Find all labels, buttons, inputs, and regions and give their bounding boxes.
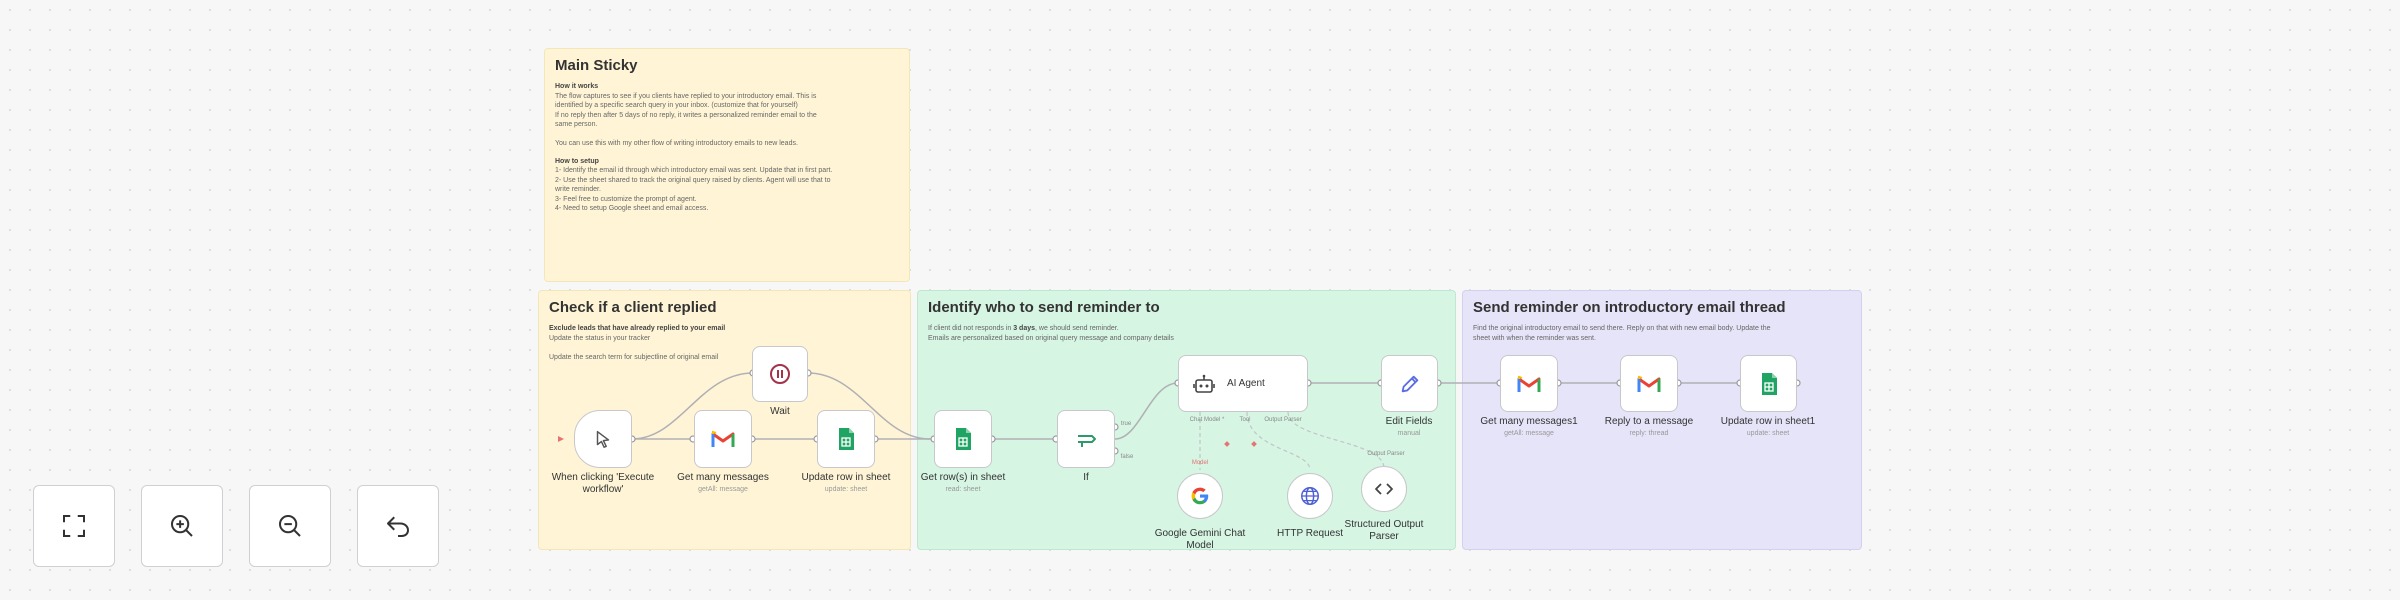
- agent-port-tool: Tool: [1239, 417, 1251, 423]
- check-reply-line1: Exclude leads that have already replied …: [549, 325, 726, 332]
- get-many-messages-sub: getAll: message: [698, 486, 748, 493]
- get-rows-label: Get row(s) in sheet: [920, 472, 1006, 483]
- output-parser-node[interactable]: [1361, 466, 1407, 512]
- http-request-label: HTTP Request: [1277, 528, 1343, 539]
- undo-icon: [387, 516, 410, 537]
- send-reminder-text: Find the original introductory email to …: [1473, 325, 1771, 342]
- main-sticky-how-heading: How it works: [555, 83, 599, 90]
- update-row-sub: update: sheet: [824, 486, 868, 493]
- fullscreen-icon: [63, 515, 85, 537]
- gmail-icon: [711, 430, 735, 447]
- google-sheets-icon: [956, 428, 971, 450]
- main-sticky-setup-heading: How to setup: [555, 157, 599, 165]
- main-sticky-title: Main Sticky: [555, 57, 638, 74]
- ai-agent-label: AI Agent: [1227, 378, 1265, 389]
- google-sheets-icon: [839, 428, 854, 450]
- code-brackets-icon: [1375, 483, 1393, 495]
- trigger-arrow-icon: [558, 436, 564, 442]
- zoom-in-icon: [171, 515, 193, 537]
- identify-line2: Emails are personalized based on origina…: [928, 334, 1174, 342]
- gmail-icon: [1637, 375, 1661, 392]
- send-reminder-sticky[interactable]: Send reminder on introductory email thre…: [1462, 290, 1862, 550]
- pause-icon: [770, 364, 790, 384]
- if-true-label: true: [1120, 421, 1132, 427]
- gmail-icon: [1517, 375, 1541, 392]
- manual-trigger-label: When clicking 'Execute workflow': [551, 472, 655, 495]
- edit-fields-node[interactable]: [1381, 355, 1438, 412]
- check-reply-line2: Update the status in your tracker Update…: [549, 334, 719, 361]
- reply-message-sub: reply: thread: [1629, 430, 1669, 437]
- check-reply-title: Check if a client replied: [549, 299, 717, 316]
- output-parser-label: Structured Output Parser: [1344, 519, 1424, 542]
- zoom-out-icon: [279, 515, 301, 537]
- globe-icon: [1301, 487, 1319, 505]
- send-reminder-title: Send reminder on introductory email thre…: [1473, 299, 1786, 316]
- reply-message-label: Reply to a message: [1604, 416, 1694, 427]
- parser-port-label: Output Parser: [1367, 451, 1405, 457]
- google-icon: [1191, 487, 1209, 505]
- update-row-node[interactable]: [817, 410, 875, 468]
- zoom-out-button[interactable]: [249, 485, 331, 567]
- gemini-port-model: Model: [1191, 460, 1209, 466]
- agent-port-output-parser: Output Parser: [1264, 417, 1302, 423]
- identify-text-bold: 3 days: [1013, 325, 1036, 332]
- reply-message-node[interactable]: [1620, 355, 1678, 412]
- robot-icon: [1193, 374, 1215, 393]
- main-sticky[interactable]: Main Sticky How it works The flow captur…: [544, 48, 910, 282]
- update-row1-label: Update row in sheet1: [1720, 416, 1816, 427]
- fit-view-button[interactable]: [33, 485, 115, 567]
- get-many-messages1-label: Get many messages1: [1480, 416, 1578, 427]
- update-row1-node[interactable]: [1740, 355, 1797, 412]
- identify-title: Identify who to send reminder to: [928, 299, 1160, 316]
- gemini-label: Google Gemini Chat Model: [1154, 528, 1246, 551]
- if-label: If: [1083, 472, 1089, 483]
- get-many-messages1-sub: getAll: message: [1504, 430, 1554, 437]
- edit-fields-label: Edit Fields: [1385, 416, 1433, 427]
- gemini-model-node[interactable]: [1177, 473, 1223, 519]
- zoom-in-button[interactable]: [141, 485, 223, 567]
- if-false-label: false: [1120, 454, 1134, 460]
- main-sticky-setup-text: 1- Identify the email id through which i…: [555, 167, 833, 212]
- get-many-messages-node[interactable]: [694, 410, 752, 468]
- manual-trigger-node[interactable]: [574, 410, 632, 468]
- if-node[interactable]: [1057, 410, 1115, 468]
- google-sheets-icon: [1761, 372, 1777, 395]
- branch-icon: [1077, 435, 1096, 447]
- update-row1-sub: update: sheet: [1746, 430, 1790, 437]
- edit-fields-sub: manual: [1397, 430, 1421, 437]
- update-row-label: Update row in sheet: [801, 472, 891, 483]
- get-rows-sub: read: sheet: [945, 486, 981, 493]
- pencil-icon: [1401, 375, 1418, 392]
- main-sticky-how-text: The flow captures to see if you clients …: [555, 92, 817, 148]
- wait-node[interactable]: [752, 346, 808, 402]
- http-request-node[interactable]: [1287, 473, 1333, 519]
- undo-button[interactable]: [357, 485, 439, 567]
- ai-agent-node[interactable]: AI Agent: [1178, 355, 1308, 412]
- identify-text-prefix: If client did not responds in: [928, 325, 1014, 332]
- wait-label: Wait: [770, 406, 790, 417]
- agent-port-chat-model: Chat Model *: [1189, 417, 1225, 423]
- cursor-click-icon: [596, 430, 610, 448]
- get-many-messages-label: Get many messages: [677, 472, 769, 483]
- get-rows-node[interactable]: [934, 410, 992, 468]
- identify-text-suffix: , we should send reminder.: [1035, 325, 1119, 332]
- get-many-messages1-node[interactable]: [1500, 355, 1558, 412]
